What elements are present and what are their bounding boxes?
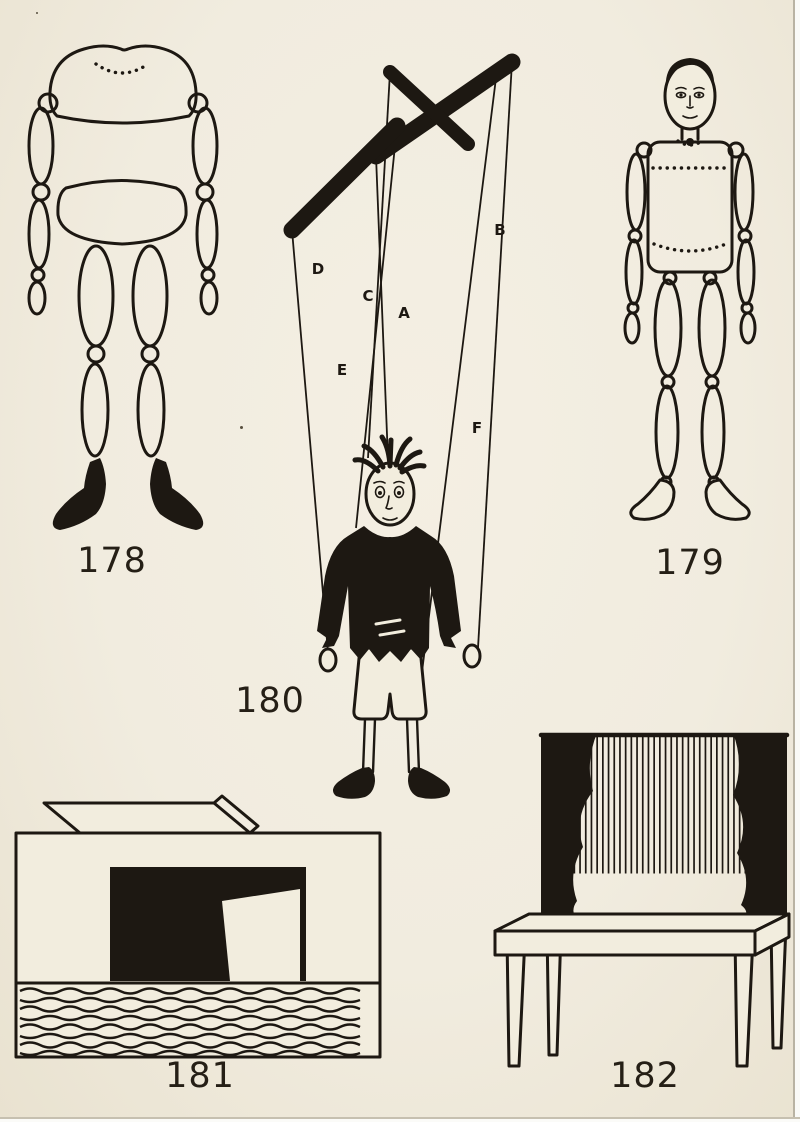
figure-181-stage-box-drawing xyxy=(14,794,382,1059)
right-curtain xyxy=(733,733,787,917)
string-label-a: A xyxy=(398,304,410,322)
figure-178-puppet-parts-drawing xyxy=(27,44,219,530)
string-label-d: D xyxy=(312,260,324,278)
legs xyxy=(653,270,727,489)
footlight-waves xyxy=(19,987,361,1057)
string-labels: A B C D E F xyxy=(312,221,506,437)
string-label-e: E xyxy=(337,361,347,379)
upper-control-bar xyxy=(367,53,521,165)
puppet-head xyxy=(364,461,416,527)
string-label-c: C xyxy=(362,287,373,305)
left-arm-pieces xyxy=(27,92,59,316)
left-curtain xyxy=(541,733,597,917)
puppet-hair xyxy=(352,434,427,475)
page-bottom-edge xyxy=(0,1117,800,1122)
right-arm-pieces xyxy=(187,92,219,316)
right-leg-pieces xyxy=(131,244,169,458)
string-label-b: B xyxy=(494,221,505,239)
puppet-shorts xyxy=(352,646,428,721)
left-arm xyxy=(623,152,647,345)
torso-shirt xyxy=(635,140,745,274)
table-side-face xyxy=(753,912,791,957)
torso-chest-piece xyxy=(48,44,198,125)
right-arm xyxy=(733,152,757,345)
puppet-right-shoe xyxy=(408,767,451,799)
table xyxy=(493,912,791,1068)
puppet-left-shoe xyxy=(332,767,375,799)
figure-179-label: 179 xyxy=(655,543,725,583)
shoes xyxy=(629,478,751,521)
puppet-legs xyxy=(361,717,421,774)
marionette-puppet xyxy=(317,434,482,799)
neck-and-collar xyxy=(676,126,704,147)
left-leg-pieces xyxy=(77,244,115,458)
puppet-jacket xyxy=(317,526,461,662)
boot-pieces xyxy=(52,458,204,530)
string-label-f: F xyxy=(472,419,482,437)
table-top-face xyxy=(493,912,791,933)
puppet-left-hand xyxy=(318,647,338,673)
figure-178-label: 178 xyxy=(77,541,147,581)
left-control-bar xyxy=(283,117,406,239)
strings xyxy=(291,61,513,705)
figure-180-marionette-with-controls-drawing: A B C D E F xyxy=(283,53,521,799)
puppet-right-hand xyxy=(462,643,482,669)
jacket-highlights xyxy=(374,618,406,637)
page-right-edge xyxy=(793,0,800,1122)
figure-180-label: 180 xyxy=(235,681,305,721)
pelvis-piece xyxy=(56,179,188,246)
figure-179-marionette-body-drawing xyxy=(623,58,757,521)
head xyxy=(663,58,717,131)
stage-interior-panel xyxy=(222,889,300,981)
figure-181-label: 181 xyxy=(165,1056,235,1096)
figure-182-table-stage-drawing xyxy=(493,732,791,1068)
paper-speck xyxy=(36,12,38,14)
figure-182-label: 182 xyxy=(610,1056,680,1096)
table-front-face xyxy=(493,929,757,957)
box-lid xyxy=(42,794,260,835)
paper-speck xyxy=(240,426,243,429)
puppet-face xyxy=(373,480,405,521)
